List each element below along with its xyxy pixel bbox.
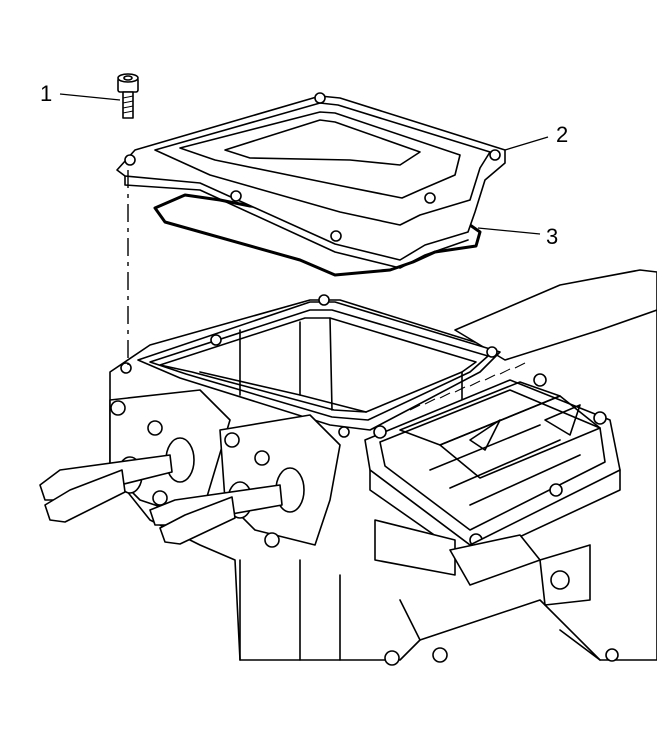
leader-line-1 bbox=[59, 93, 121, 101]
bolt bbox=[117, 73, 139, 119]
leader-line-3 bbox=[477, 227, 541, 235]
callout-label-2: 2 bbox=[556, 122, 568, 147]
callout-label-3: 3 bbox=[546, 224, 558, 249]
leader-line-2 bbox=[504, 136, 549, 151]
module-housing bbox=[39, 269, 657, 666]
cover bbox=[116, 92, 506, 269]
callout-label-1: 1 bbox=[40, 81, 52, 106]
